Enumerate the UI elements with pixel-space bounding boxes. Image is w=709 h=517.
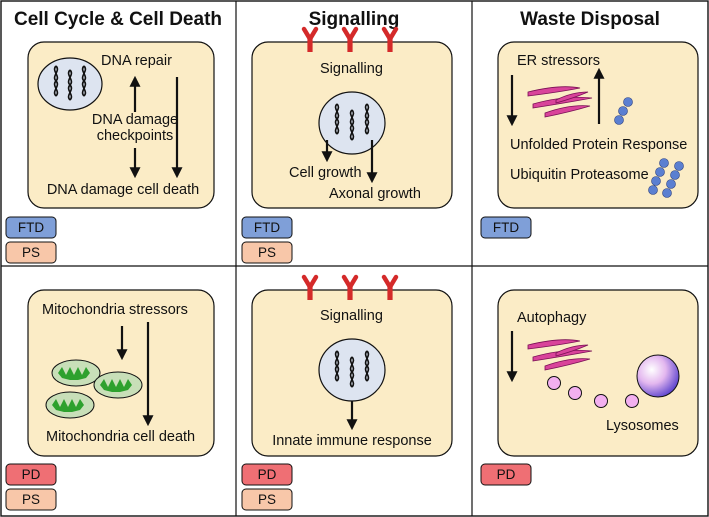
label-dna-damage-cell-death: DNA damage cell death [47,182,199,198]
svg-text:FTD: FTD [493,220,519,235]
label-checkpoints: checkpoints [97,128,174,144]
badge-ps: PS [5,241,57,264]
badge-ps: PS [5,488,57,511]
panel-signalling-bottom: Signalling Innate immune response PD PS [241,277,453,511]
badge-pd: PD [5,463,57,486]
badge-ftd: FTD [480,216,532,239]
label-mitochondria-stressors: Mitochondria stressors [42,302,188,318]
panel-title: Signalling [309,9,400,30]
svg-text:PS: PS [22,492,40,507]
label-signalling: Signalling [320,61,383,77]
lysosome-icon [547,376,639,408]
svg-text:FTD: FTD [254,220,280,235]
cell-body [497,41,699,209]
mitochondrion-icon [93,371,143,399]
label-signalling: Signalling [320,308,383,324]
panel-signalling-top: Signalling Signalling Cell growth Axonal… [241,9,453,264]
label-autophagy: Autophagy [517,310,587,326]
panel-cell-cycle: Cell Cycle & Cell Death DNA repair DNA d… [5,9,222,264]
svg-text:PS: PS [22,245,40,260]
cell-body [497,289,699,457]
panel-mitochondria: Mitochondria stressors Mitochondria cell… [5,289,215,511]
mitochondrion-icon [51,359,101,387]
nucleus [318,338,386,402]
panel-autophagy: Autophagy Lysosomes PD [480,289,699,486]
panel-title: Cell Cycle & Cell Death [14,9,222,30]
panel-waste-disposal: Waste Disposal ER stressors Unfolded Pro… [480,9,699,239]
badge-ps: PS [241,241,293,264]
svg-text:PD: PD [497,467,516,482]
panel-title: Waste Disposal [520,9,660,30]
svg-text:PD: PD [258,467,277,482]
misfolded-protein-icon [527,86,593,118]
label-axonal-growth: Axonal growth [329,186,421,202]
label-dna-damage: DNA damage [92,112,178,128]
svg-text:FTD: FTD [18,220,44,235]
proteasome-icon [614,97,633,125]
label-innate-immune-response: Innate immune response [272,433,432,449]
badge-ftd: FTD [5,216,57,239]
svg-text:PD: PD [22,467,41,482]
svg-text:PS: PS [258,492,276,507]
label-cell-growth: Cell growth [289,165,362,181]
mitochondrion-icon [45,391,95,419]
label-dna-repair: DNA repair [101,53,172,69]
label-ubiquitin-proteasome: Ubiquitin Proteasome [510,167,649,183]
nucleus [318,91,386,155]
label-unfolded-protein-response: Unfolded Protein Response [510,137,687,153]
label-lysosomes: Lysosomes [606,418,679,434]
label-er-stressors: ER stressors [517,53,600,69]
badge-ps: PS [241,488,293,511]
svg-text:PS: PS [258,245,276,260]
badge-pd: PD [241,463,293,486]
badge-ftd: FTD [241,216,293,239]
misfolded-protein-icon [527,339,593,371]
lysosome-large-icon [636,354,680,398]
badge-pd: PD [480,463,532,486]
nucleus [37,57,103,111]
proteasome-icon [648,158,684,198]
label-mitochondria-cell-death: Mitochondria cell death [46,429,195,445]
